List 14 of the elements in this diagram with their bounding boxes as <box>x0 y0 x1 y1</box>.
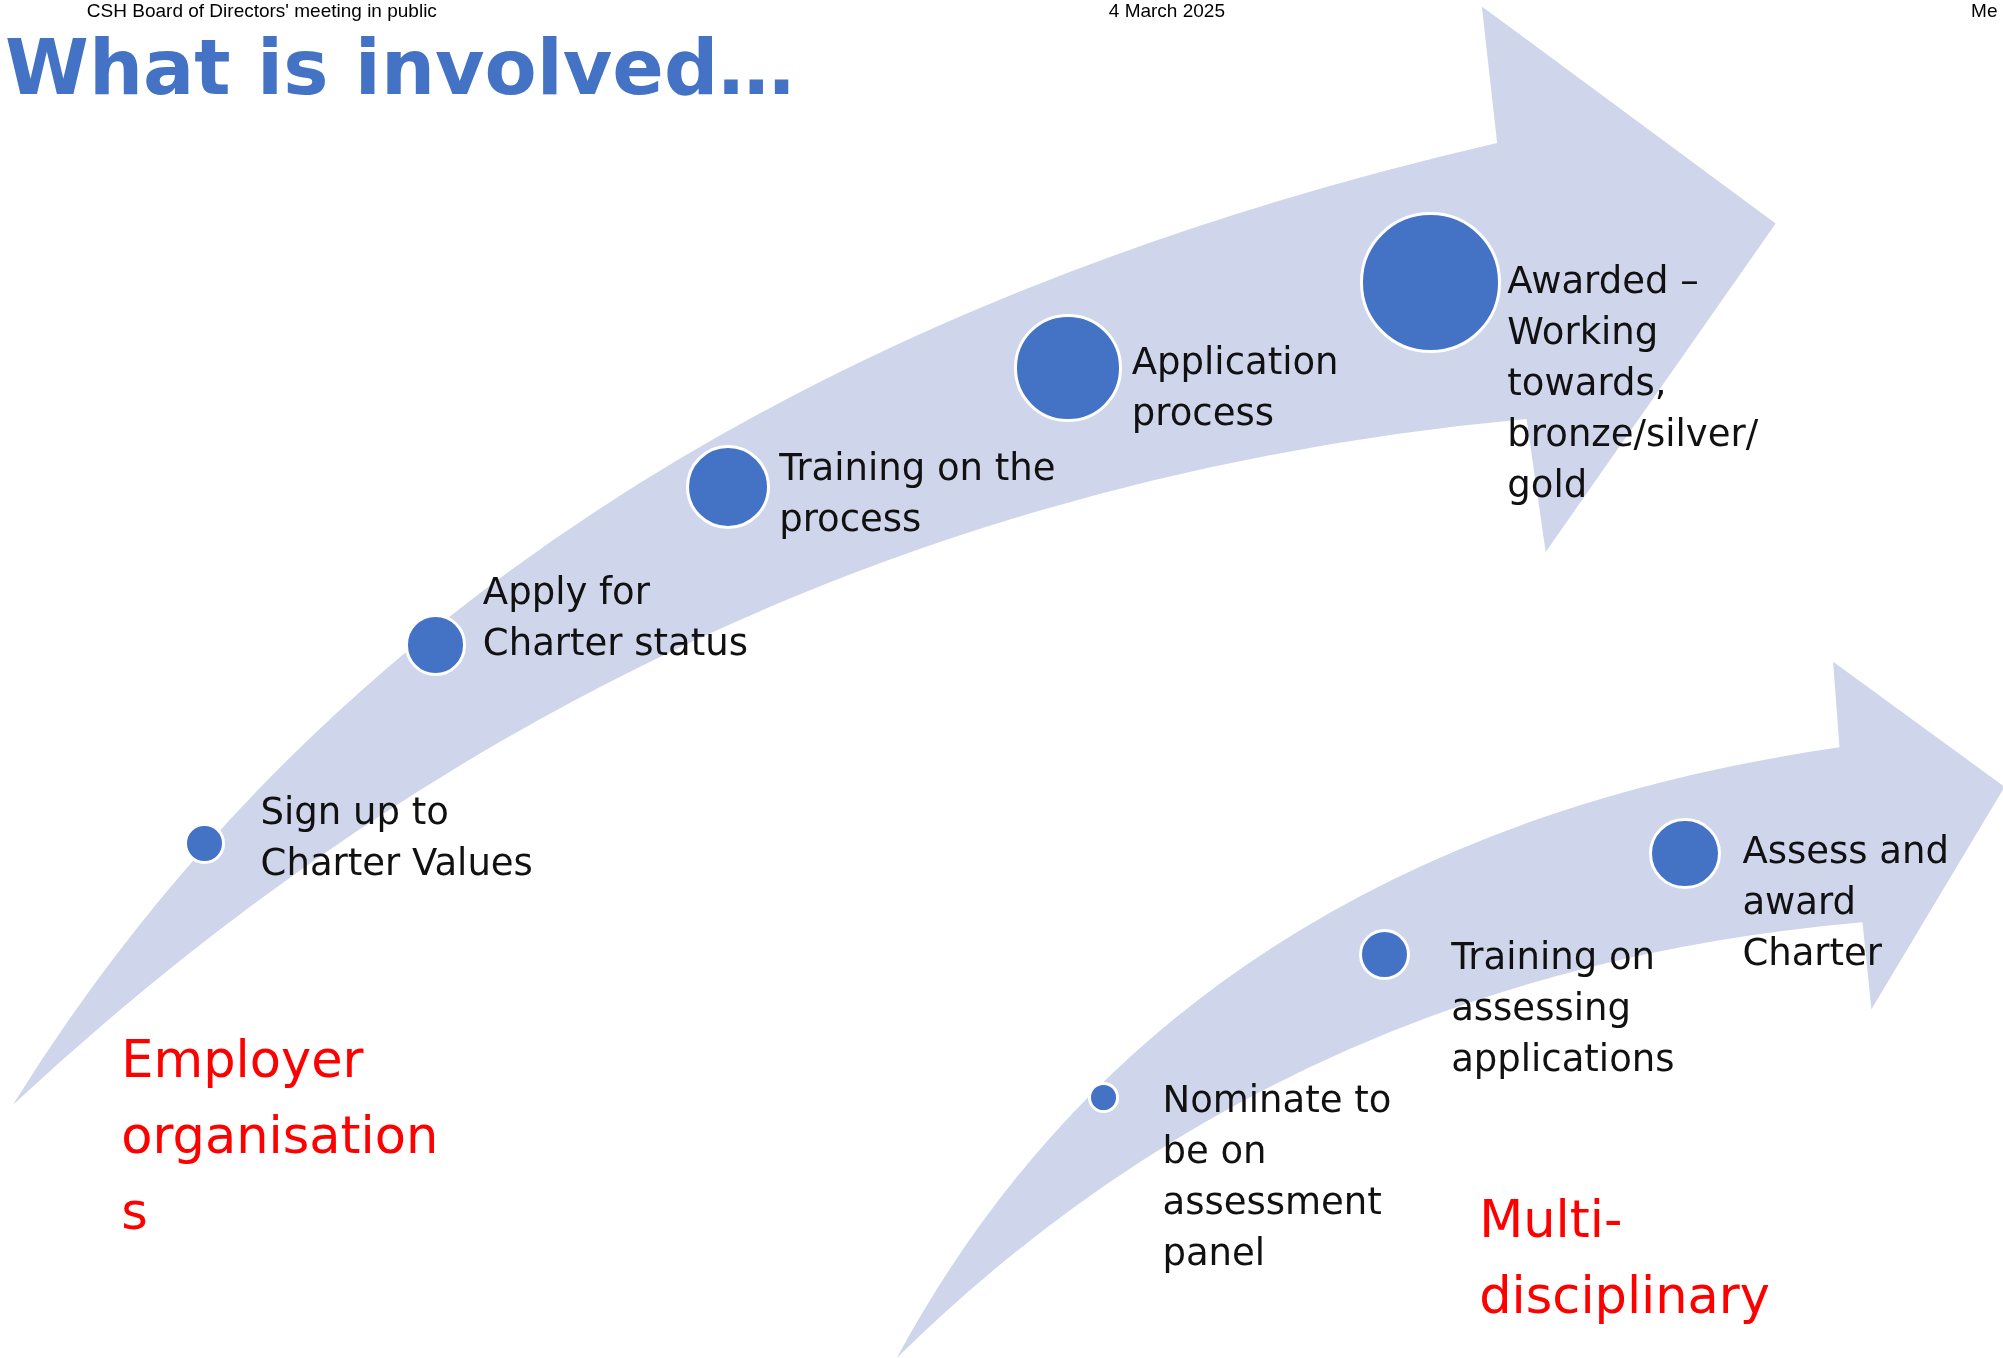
slide-title: What is involved… <box>5 23 795 112</box>
header-text: CSH Board of Directors' meeting in public <box>86 0 437 22</box>
header-text: Me <box>1971 0 1998 22</box>
step-label: Training on the process <box>779 445 1057 542</box>
header-date: 4 March 2025 <box>1108 0 1225 22</box>
step-label: Apply for Charter status <box>482 568 749 666</box>
step-label: Application process <box>1131 338 1340 436</box>
group-label: Multi-disciplinary <box>1479 1188 1771 1327</box>
step-label: Assess and award Charter <box>1742 828 1950 977</box>
step-label: Training on assessing applications <box>1451 934 1676 1083</box>
group-label: Employer organisation s <box>121 1028 440 1243</box>
step-label: Nominate to be on assessment panel <box>1162 1077 1393 1277</box>
step-label: Sign up to Charter Values <box>260 788 534 886</box>
step-label: Awarded – Working towards, bronze/silver/ gold <box>1507 258 1760 509</box>
